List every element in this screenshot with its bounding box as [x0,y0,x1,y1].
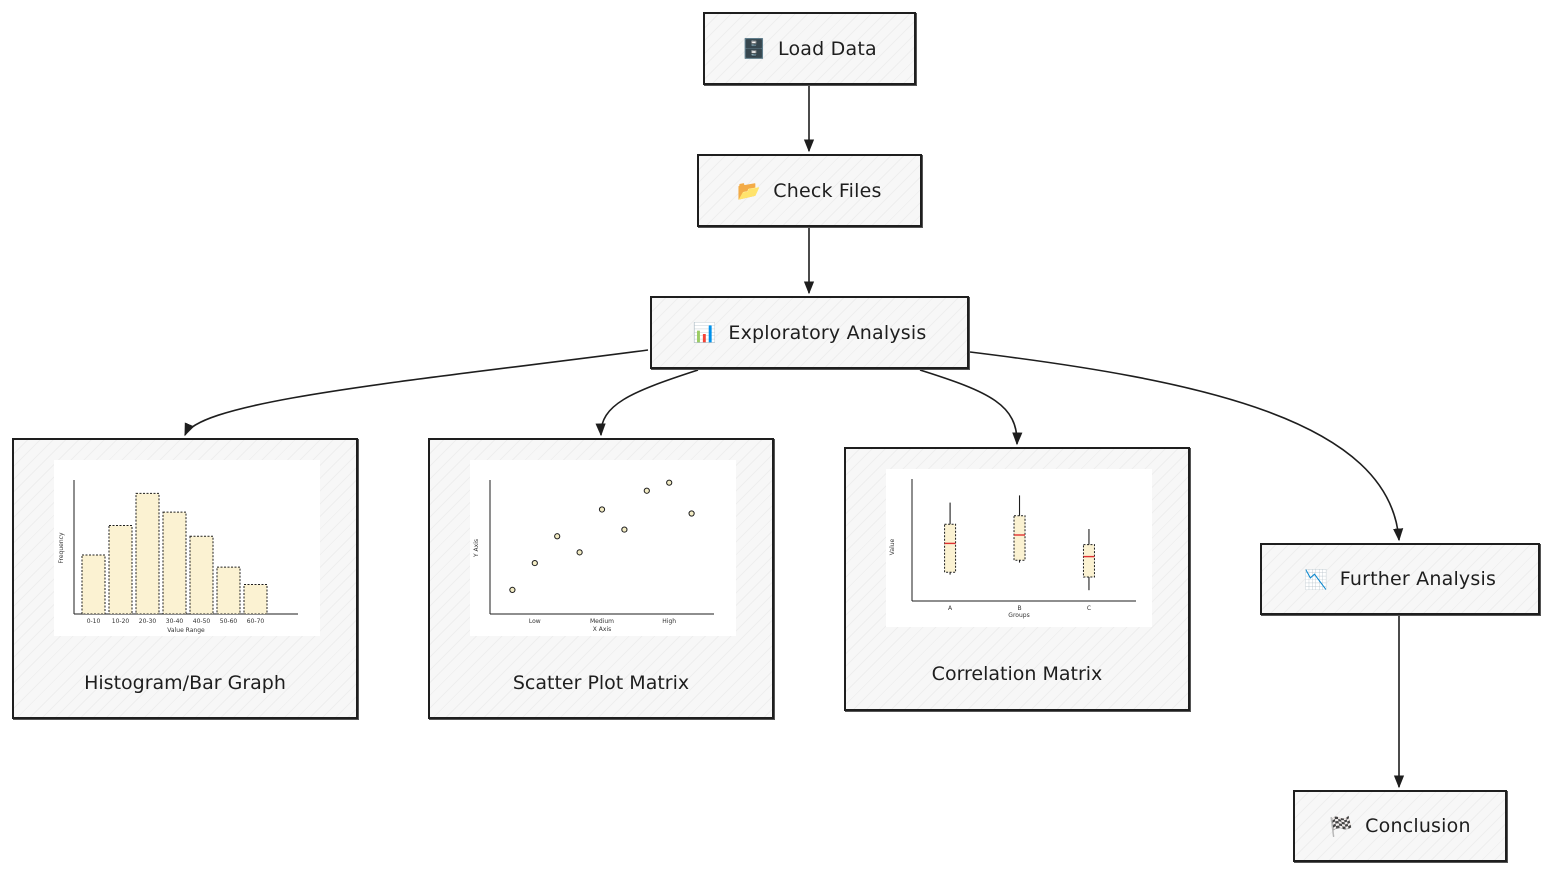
bar-chart-icon: 📊 [692,322,717,344]
histogram-tick-label: 30-40 [166,618,184,625]
scatter-y-axis-label: Y Axis [473,539,480,558]
boxplot-box [1013,515,1026,561]
arrow-exploratory-to-correlation [919,369,1023,446]
boxplot-image: A B C Groups Value [886,469,1152,627]
node-label: Exploratory Analysis [728,321,927,344]
scatter-point [509,586,516,593]
histogram-tick-label: 20-30 [139,618,157,625]
file-cabinet-icon: 🗄️ [742,38,767,60]
boxplot-box [1082,544,1095,578]
arrow-exploratory-to-scatter [595,369,699,437]
histogram-image: 0-10 10-20 20-30 30-40 40-50 50-60 60-70 Value… [54,460,320,636]
node-check-files[interactable]: 📂 Check Files [697,154,922,227]
scatter-chart: Low Medium High X Axis Y Axis [473,479,714,633]
scatter-point [688,510,695,517]
histogram-tick-label: 40-50 [193,618,211,625]
chart-decreasing-icon: 📉 [1303,568,1328,591]
card-histogram[interactable]: 0-10 10-20 20-30 30-40 40-50 50-60 60-70 Value… [12,438,358,719]
node-label: Further Analysis [1339,568,1497,590]
scatter-point [531,559,538,567]
node-label: Conclusion [1365,815,1471,837]
histogram-bar [135,492,160,615]
scatter-tick-label: High [662,618,676,625]
node-load-data[interactable]: 🗄️ Load Data [703,12,916,85]
scatter-point [554,533,561,540]
arrow-exploratory-to-further [969,351,1404,542]
node-label: Check Files [773,179,882,202]
histogram-tick-label: 60-70 [247,618,265,625]
histogram-y-axis-label: Frequency [58,532,65,563]
boxplot-box [944,523,957,573]
scatter-point [666,479,673,486]
node-label: Load Data [778,37,877,60]
boxplot-x-axis-label: Groups [1008,612,1029,619]
node-conclusion[interactable]: 🏁 Conclusion [1293,790,1507,862]
histogram-bar [189,535,214,615]
histogram-bar [81,554,106,615]
node-further-analysis[interactable]: 📉 Further Analysis [1260,543,1540,615]
scatter-image: Low Medium High X Axis Y Axis [470,460,736,636]
card-title: Histogram/Bar Graph [84,672,286,694]
scatter-point [576,549,583,556]
boxplot-tick-label: C [1087,605,1091,612]
open-folder-icon: 📂 [737,180,762,202]
histogram-x-axis-label: Value Range [167,627,205,634]
boxplot-y-axis-label: Value [889,538,896,555]
histogram-bar [162,511,187,615]
card-title: Correlation Matrix [931,663,1103,685]
scatter-point [621,526,628,533]
histogram-bar [108,525,133,615]
histogram-tick-label: 50-60 [220,618,238,625]
scatter-tick-label: Medium [590,618,614,625]
scatter-point [643,487,650,494]
card-correlation-matrix[interactable]: A B C Groups Value Correlation Matrix [844,447,1190,711]
histogram-tick-label: 10-20 [112,618,130,625]
card-title: Scatter Plot Matrix [512,672,690,694]
node-exploratory-analysis[interactable]: 📊 Exploratory Analysis [650,296,969,369]
histogram-chart: 0-10 10-20 20-30 30-40 40-50 50-60 60-70 Value… [58,480,298,634]
histogram-bar [243,584,268,615]
checkered-flag-icon: 🏁 [1329,815,1354,838]
boxplot-chart: A B C Groups Value [889,479,1136,619]
boxplot-tick-label: B [1017,605,1021,612]
arrow-exploratory-to-histogram [184,349,649,437]
scatter-point [598,506,606,513]
scatter-tick-label: Low [529,618,541,625]
boxplot-tick-label: A [948,605,953,612]
card-scatter-plot[interactable]: Low Medium High X Axis Y Axis Scatter Plot… [428,438,774,719]
histogram-bar [216,566,241,615]
histogram-tick-label: 0-10 [87,618,101,625]
scatter-x-axis-label: X Axis [593,626,611,633]
